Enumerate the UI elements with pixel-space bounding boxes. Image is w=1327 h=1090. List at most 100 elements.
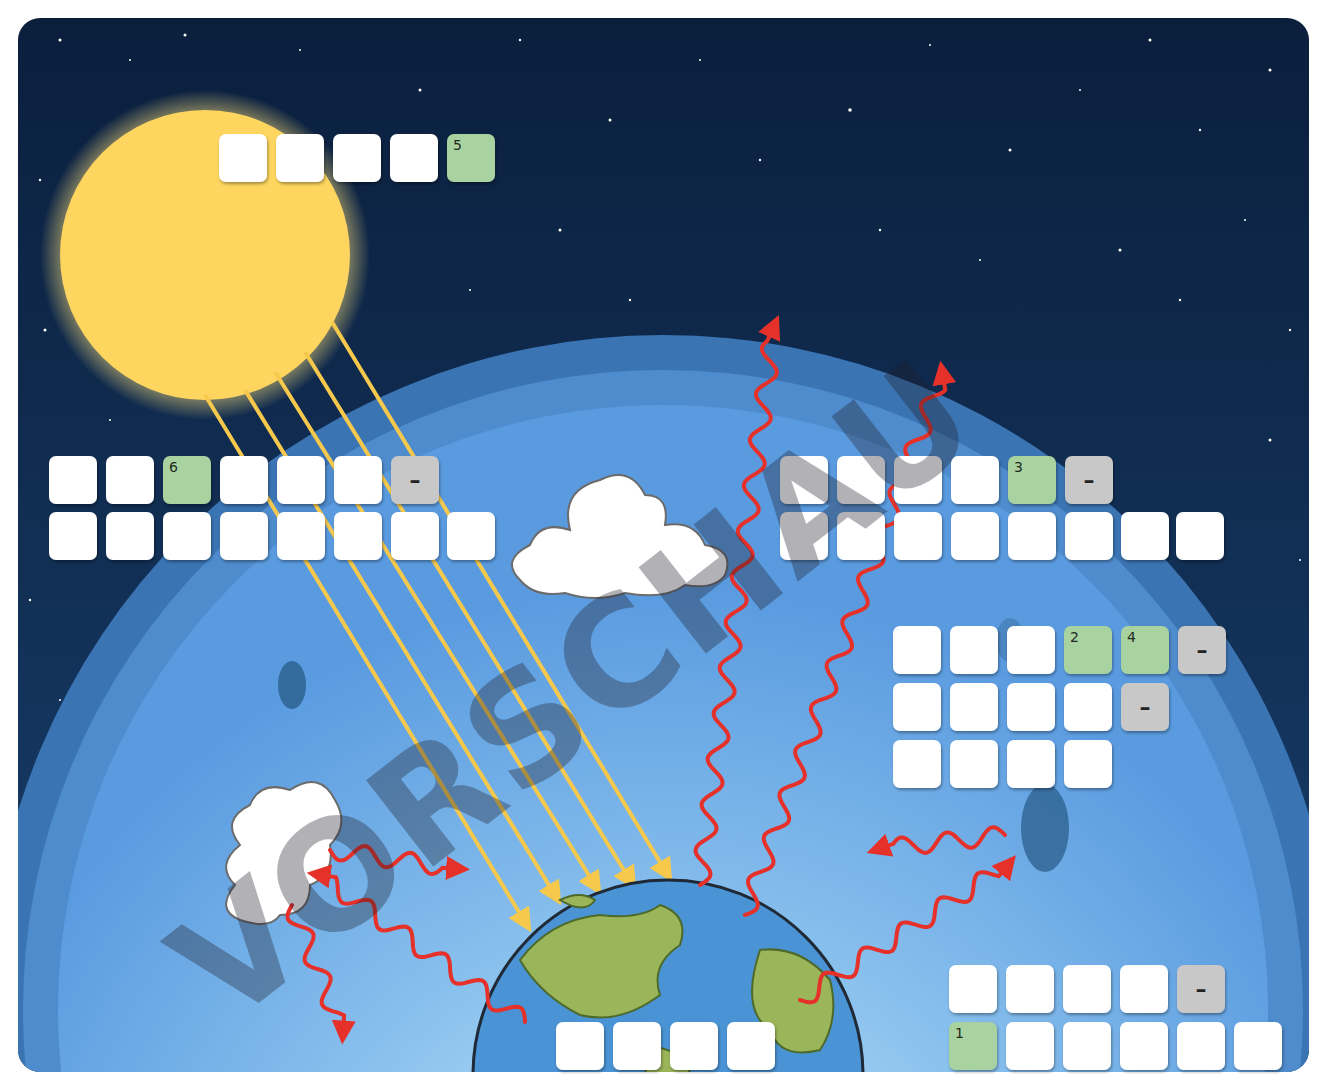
letter-cell <box>950 626 998 674</box>
letter-cell <box>1120 965 1168 1013</box>
atmosphere <box>278 661 306 709</box>
letter-cell <box>893 683 941 731</box>
hyphen-cell-text: – <box>1178 626 1226 674</box>
atmosphere <box>1021 784 1069 872</box>
letter-cell <box>1006 965 1054 1013</box>
letter-cell <box>49 456 97 504</box>
star <box>1179 299 1181 301</box>
letter-cell <box>447 512 495 560</box>
star <box>559 229 562 232</box>
letter-cell <box>334 456 382 504</box>
letter-cell <box>1176 512 1224 560</box>
star <box>184 34 187 37</box>
letter-cell <box>950 740 998 788</box>
star <box>1079 89 1081 91</box>
star <box>759 159 761 161</box>
letter-cell <box>670 1022 718 1070</box>
star <box>699 59 701 61</box>
star <box>59 699 61 701</box>
star <box>979 259 981 261</box>
letter-cell <box>49 134 1282 1070</box>
star <box>1269 69 1272 72</box>
letter-cell <box>1008 456 1056 504</box>
earth <box>520 905 683 1018</box>
star <box>109 419 111 421</box>
hyphen-cell-text: – <box>1121 683 1169 731</box>
hyphen-cell-text: – <box>1177 965 1225 1013</box>
star <box>1244 219 1246 221</box>
letter-cell <box>333 134 381 182</box>
letter-cell <box>1177 965 1225 1013</box>
letter-cell <box>1065 512 1113 560</box>
letter-cell <box>163 456 211 504</box>
heat-radiation <box>878 827 1005 853</box>
letter-cell <box>334 512 382 560</box>
letter-cell <box>949 965 997 1013</box>
star <box>299 49 301 51</box>
callout-number: 6 <box>169 459 178 475</box>
letter-cell <box>1007 683 1055 731</box>
star <box>1009 149 1012 152</box>
star <box>44 329 47 332</box>
letter-cell <box>1064 683 1112 731</box>
letter-cell <box>893 740 941 788</box>
letter-cell <box>950 683 998 731</box>
star <box>1289 329 1291 331</box>
hyphen-cell-text: – <box>1065 456 1113 504</box>
letter-cell <box>219 134 267 182</box>
letter-cell <box>277 456 325 504</box>
letter-cell <box>1177 1022 1225 1070</box>
sun <box>40 90 370 420</box>
letter-cell <box>276 134 324 182</box>
letter-cell <box>1121 626 1169 674</box>
star <box>1199 129 1201 131</box>
earth <box>473 880 863 1072</box>
star <box>1119 249 1122 252</box>
star <box>929 44 931 46</box>
callout-number: 3 <box>1014 459 1023 475</box>
star <box>469 289 471 291</box>
letter-cell <box>1008 512 1056 560</box>
letter-cell <box>949 1022 997 1070</box>
letter-cell <box>1006 1022 1054 1070</box>
star <box>39 179 41 181</box>
scene <box>18 18 1309 1072</box>
star <box>519 39 521 41</box>
letter-cell <box>391 456 439 504</box>
star <box>59 39 62 42</box>
letter-cell <box>391 512 439 560</box>
letter-cell <box>951 512 999 560</box>
letter-cell <box>1007 626 1055 674</box>
letter-cell <box>1063 1022 1111 1070</box>
star <box>848 108 852 112</box>
letter-cell <box>277 512 325 560</box>
letter-cell <box>1234 1022 1282 1070</box>
callout-number: 1 <box>955 1025 964 1041</box>
letter-cell <box>1065 456 1113 504</box>
callout-number: 4 <box>1127 629 1136 645</box>
letter-cell <box>1178 626 1226 674</box>
earth <box>473 880 863 1072</box>
callout-number: 5 <box>453 137 462 153</box>
letter-cell <box>163 512 211 560</box>
letter-cell <box>613 1022 661 1070</box>
letter-cell <box>106 456 154 504</box>
watermark: VORSCHAU <box>148 334 1001 1047</box>
letter-cell <box>893 626 941 674</box>
callout-number: 2 <box>1070 629 1079 645</box>
letter-cell <box>727 1022 775 1070</box>
hyphen-cell-text: – <box>391 456 439 504</box>
star <box>29 599 31 601</box>
star <box>129 59 131 61</box>
letter-cell <box>106 512 154 560</box>
letter-cell <box>1121 683 1169 731</box>
star <box>419 89 422 92</box>
star <box>1299 559 1301 561</box>
letter-cell <box>1121 512 1169 560</box>
star <box>1149 39 1152 42</box>
earth <box>560 895 595 908</box>
star <box>1269 439 1272 442</box>
star <box>609 119 612 122</box>
letter-cell <box>390 134 438 182</box>
